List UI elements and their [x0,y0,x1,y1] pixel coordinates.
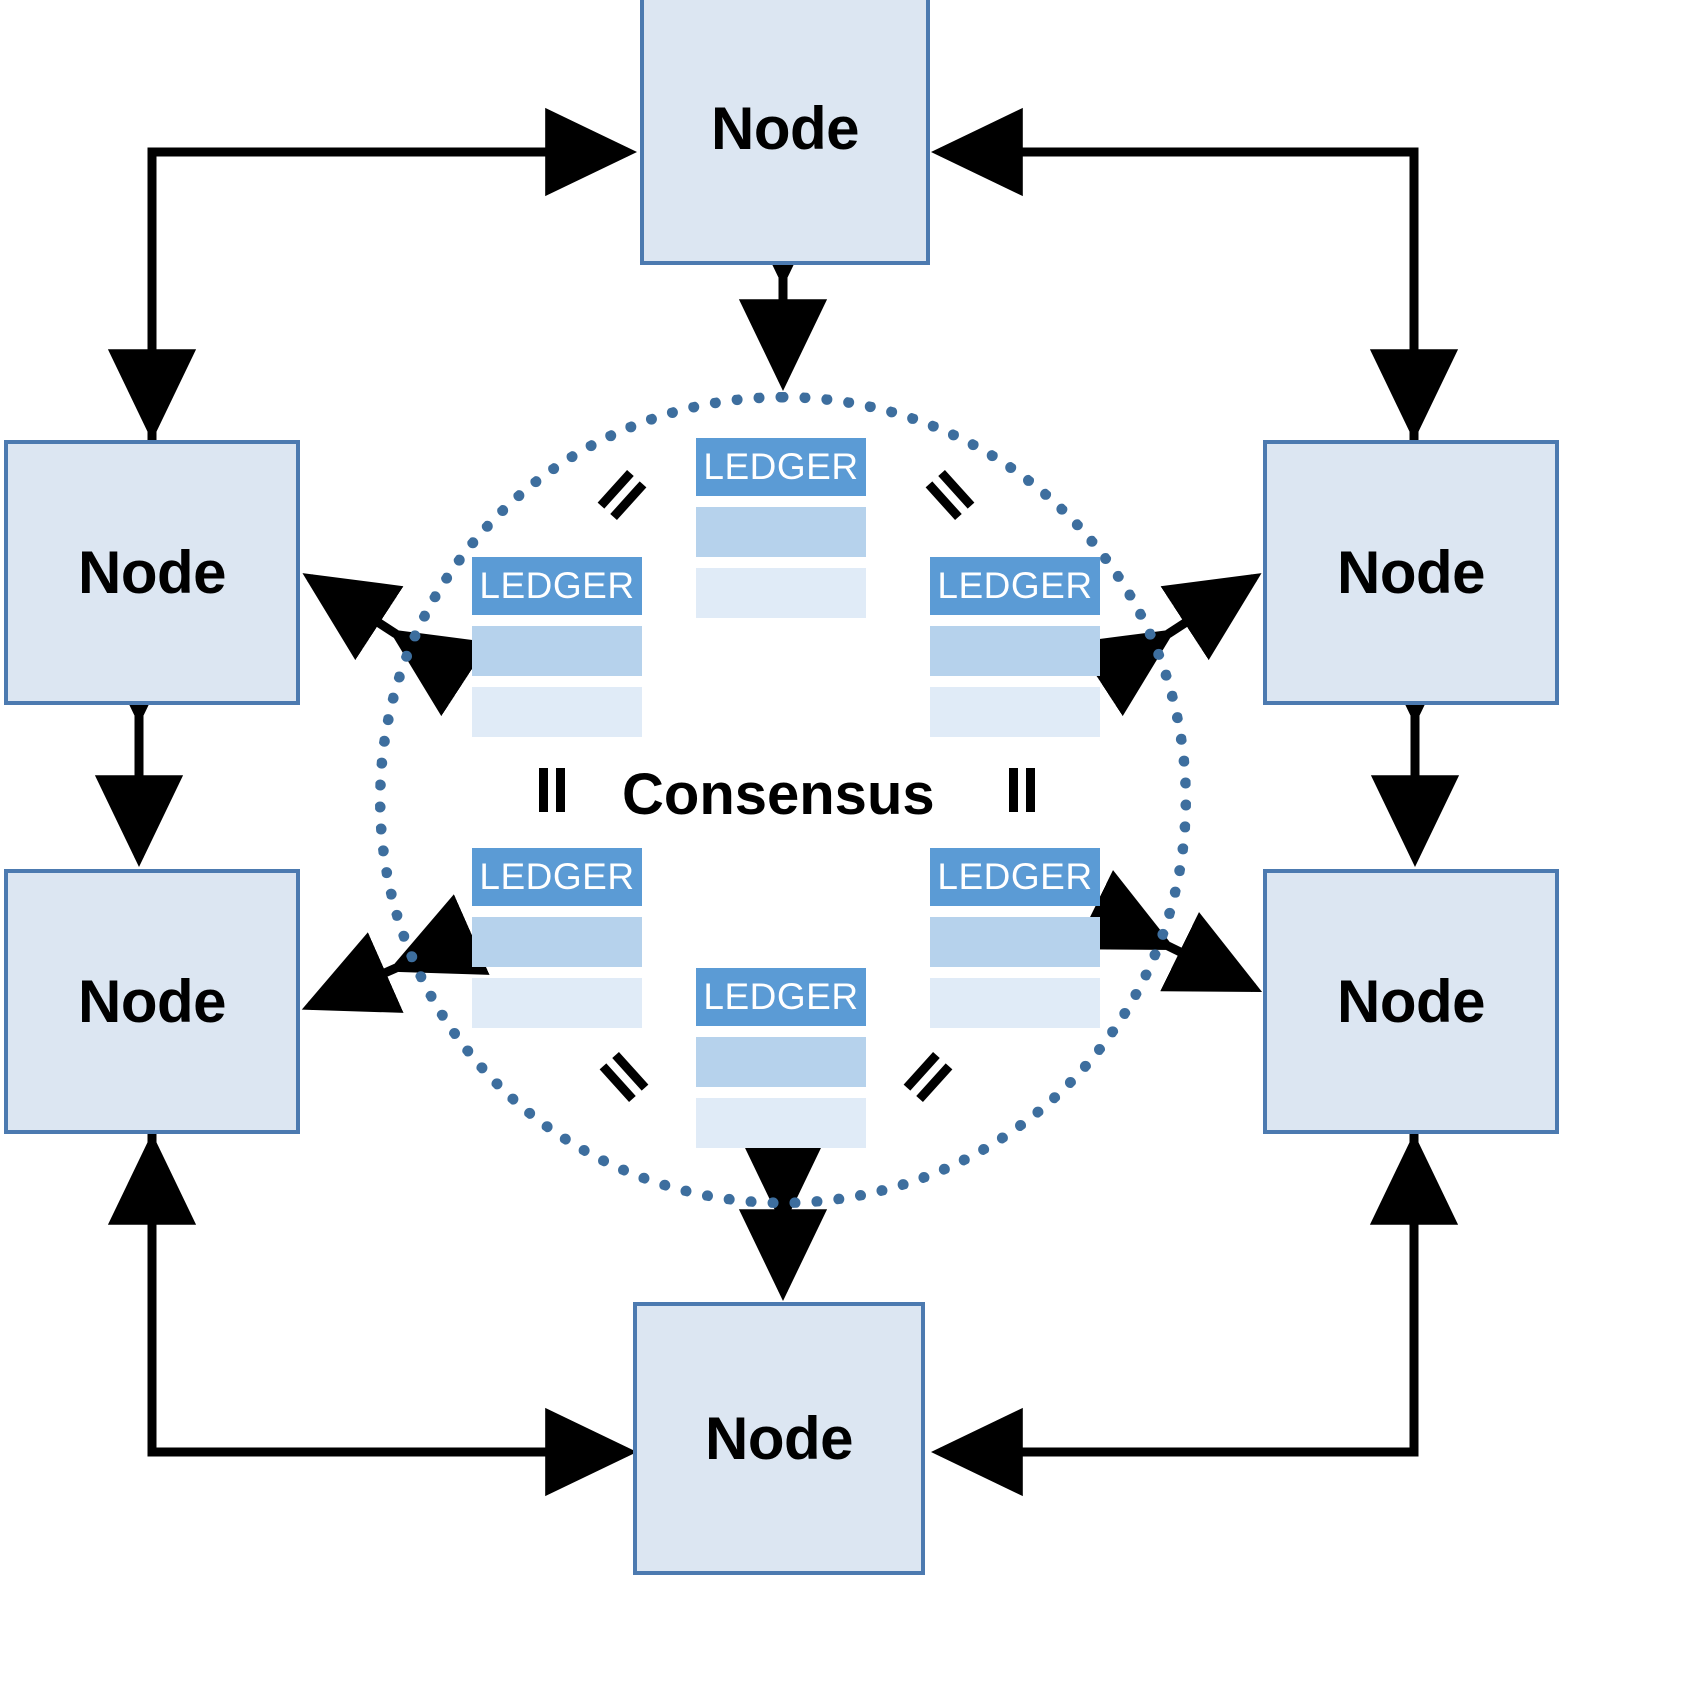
ledger-header: LEDGER [930,557,1100,615]
node-label: Node [1337,538,1486,606]
node-label: Node [711,94,860,162]
ledger-row-1 [696,1037,866,1087]
ledger-stack-upper-left[interactable]: LEDGER [472,557,642,737]
wire-right-lower-to-bottom [930,1134,1419,1497]
ledger-header: LEDGER [696,438,866,496]
ledger-row-1 [930,917,1100,967]
ledger-header: LEDGER [472,848,642,906]
node-box-right-lower[interactable]: Node [1263,869,1559,1134]
ledger-row-1 [472,917,642,967]
consensus-circle-boundary [375,392,1191,1208]
node-box-bottom-center[interactable]: Node [633,1302,925,1575]
equals-icon-mid-right [1007,768,1037,812]
node-box-left-lower[interactable]: Node [4,869,300,1134]
ledger-header: LEDGER [472,557,642,615]
wire-circle-right-lower-node [1074,870,1263,993]
ledger-row-1 [696,507,866,557]
ledger-stack-upper-right[interactable]: LEDGER [930,557,1100,737]
ledger-row-2 [930,978,1100,1028]
node-label: Node [78,967,227,1035]
ledger-stack-top-center[interactable]: LEDGER [696,438,866,618]
ledger-row-2 [472,978,642,1028]
wire-circle-right-upper-node [1074,573,1262,717]
node-box-right-upper[interactable]: Node [1263,440,1559,705]
ledger-header: LEDGER [930,848,1100,906]
node-label: Node [1337,967,1486,1035]
ledger-stack-bottom-center[interactable]: LEDGER [696,968,866,1148]
ledger-row-1 [472,626,642,676]
wire-circle-left-lower-node [301,894,490,1013]
consensus-label: Consensus [622,762,935,827]
ledger-row-2 [696,1098,866,1148]
ledger-header: LEDGER [696,968,866,1026]
node-label: Node [705,1404,854,1472]
node-label: Node [78,538,227,606]
equals-icon-mid-left [537,768,567,812]
wire-left-lower-to-bottom [147,1134,638,1497]
ledger-row-2 [472,687,642,737]
ledger-stack-lower-left[interactable]: LEDGER [472,848,642,1028]
node-box-top-center[interactable]: Node [640,0,930,265]
ledger-row-2 [930,687,1100,737]
wire-left-upper-to-top [147,107,638,440]
wire-right-upper-to-top [930,107,1419,440]
ledger-row-2 [696,568,866,618]
node-box-left-upper[interactable]: Node [4,440,300,705]
wire-circle-left-upper-node [302,573,490,717]
ledger-row-1 [930,626,1100,676]
ledger-stack-lower-right[interactable]: LEDGER [930,848,1100,1028]
